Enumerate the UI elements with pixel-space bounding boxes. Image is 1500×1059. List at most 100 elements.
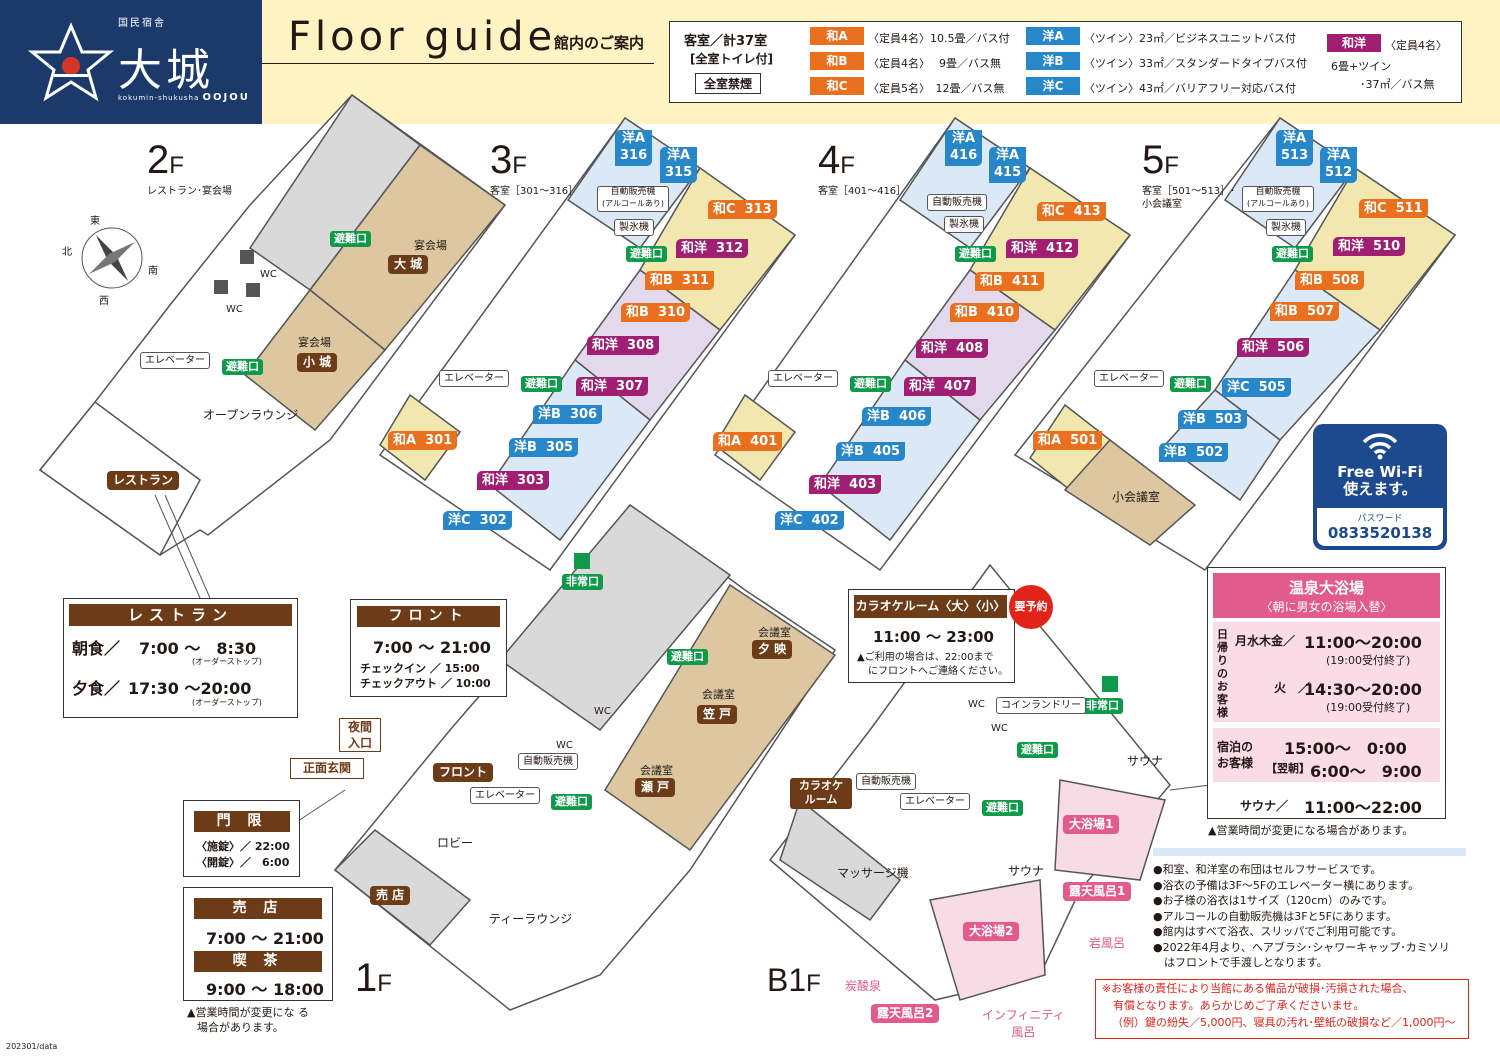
legend-tag-3: 洋A — [1026, 27, 1080, 45]
floor4-unit: F — [840, 152, 855, 179]
emergency-exit-icon — [1102, 676, 1118, 692]
legend-text-2: 〈定員5名〉 12畳／バス無 — [868, 82, 1005, 95]
onsen-stay-label-1: 宿泊の — [1217, 740, 1254, 754]
b1-infinity-1: インフィニティ — [982, 1008, 1065, 1022]
floor2-title: 2F — [147, 140, 184, 186]
onsen-day-label: 日帰りのお客様 — [1217, 628, 1228, 719]
wifi-pw-label: パスワード — [1357, 514, 1403, 524]
hotel-logo: 国民宿舎 大城 kokumin-shukusha OOJOU — [0, 0, 262, 124]
onsen-sauna-label: サウナ／ — [1240, 799, 1289, 813]
b1-karaoke-1: カラオケ — [799, 779, 843, 792]
floor5-num: 5 — [1142, 138, 1165, 182]
f1-shop: 売 店 — [370, 886, 411, 905]
f1-night-entrance: 夜間入口 — [339, 718, 381, 752]
f5-ice: 製氷機 — [1266, 219, 1306, 236]
footer-code: 202301/data — [6, 1042, 58, 1051]
f1-wc-2: WC — [556, 740, 573, 751]
f5-elevator: エレベーター — [1094, 370, 1164, 387]
room-411: 和B 411 — [975, 272, 1045, 291]
gate-box: 門 限 〈施錠〉／ 22:00 〈開錠〉／ 6:00 — [183, 800, 300, 877]
floor1-num: 1 — [355, 956, 378, 1000]
f1-meeting1-name: 夕 映 — [752, 640, 793, 659]
f5-vending-label: 自動販売機 — [1255, 187, 1301, 197]
front-checkout: チェックアウト ／ 10:00 — [360, 677, 491, 690]
onsen-day2-label: 火 ／ — [1274, 681, 1311, 695]
legend-text-5: 〈ツイン〉43㎡／バリアフリー対応バス付 — [1084, 82, 1296, 95]
notes-bar — [1153, 848, 1466, 856]
karaoke-note-1: ▲ご利用の場合は、22:00まで — [857, 652, 994, 663]
onsen-day-section — [1213, 622, 1440, 722]
wifi-icon — [1362, 433, 1398, 460]
b1-wc-2: WC — [991, 723, 1008, 734]
onsen-sub: 〈朝に男女の浴場入替〉 — [1260, 600, 1393, 614]
f1-emergency: 非常口 — [562, 574, 603, 590]
logo-name: 大城 — [118, 45, 214, 96]
dinner-note: (オーダーストップ) — [192, 698, 262, 707]
legend-text-0: 〈定員4名〉10.5畳／バス付 — [868, 32, 1010, 45]
floor2-unit: F — [169, 152, 184, 179]
gate-unlock: 〈開錠〉／ 6:00 — [196, 856, 290, 869]
breakfast-note: (オーダーストップ) — [192, 657, 262, 666]
room-legend: 客室／計37室 [全室トイレ付] 全室禁煙 和A〈定員4名〉10.5畳／バス付和… — [669, 21, 1462, 103]
floor5-sub2: 小会議室 — [1142, 199, 1182, 210]
dinner-time: 17:30 ～20:00 — [128, 679, 252, 698]
legend-text-1: 〈定員4名〉 9畳／バス無 — [868, 57, 1001, 70]
room-312: 和洋 312 — [676, 239, 749, 258]
breakfast-label: 朝食／ — [72, 639, 121, 658]
f1-night-1: 夜間 — [347, 720, 372, 734]
onsen-day2-note: (19:00受付終了) — [1326, 701, 1411, 714]
room-407: 和洋 407 — [904, 377, 977, 396]
room-401: 和A 401 — [713, 432, 783, 451]
room-410: 和B 410 — [950, 303, 1020, 322]
karaoke-box-title: カラオケルーム〈大〉〈小〉 — [854, 595, 1007, 618]
floor3-title: 3F — [490, 140, 527, 186]
room-510: 和洋 510 — [1333, 237, 1406, 256]
onsen-stay1: 15:00～ 0:00 — [1284, 739, 1407, 758]
f3-ice: 製氷機 — [614, 219, 654, 236]
wheelchair-icon — [246, 283, 260, 297]
room-506: 和洋 506 — [1237, 338, 1310, 357]
logo-pre: 国民宿舎 — [118, 18, 166, 29]
onsen-header: 温泉大浴場 〈朝に男女の浴場入替〉 — [1213, 573, 1440, 618]
room-405: 洋B 405 — [836, 442, 906, 461]
floor1-unit: F — [377, 970, 392, 997]
compass-icon — [81, 227, 143, 289]
b1-carbonated: 炭酸泉 — [845, 979, 882, 993]
f5-exit-1: 避難口 — [1272, 246, 1313, 262]
karaoke-reservation-badge: 要予約 — [1009, 585, 1053, 629]
b1-sauna-1: サウナ — [1127, 754, 1164, 768]
shop-box-title: 売 店 — [194, 898, 322, 919]
warning-line-3: （例）鍵の紛失／5,000円、寝具の汚れ･壁紙の破損など／1,000円～ — [1112, 1016, 1456, 1029]
f1-main-entrance: 正面玄関 — [290, 758, 364, 779]
room-408: 和洋 408 — [916, 339, 989, 358]
f1-exit-1: 避難口 — [667, 649, 708, 665]
onsen-stay-label-2: お客様 — [1217, 756, 1254, 770]
front-hours-box: フロント 7:00 ～ 21:00 チェックイン ／ 15:00 チェックアウト… — [350, 599, 507, 697]
b1-exit-1: 避難口 — [1017, 742, 1058, 758]
shop-cafe-box: 売 店 7:00 ～ 21:00 喫 茶 9:00 ～ 18:00 — [183, 887, 333, 1001]
breakfast-time: 7:00 ～ 8:30 — [139, 639, 257, 658]
cafe-time: 9:00 ～ 18:00 — [206, 980, 324, 999]
f1-vending: 自動販売機 — [518, 753, 578, 770]
floor5-title: 5F — [1142, 140, 1179, 186]
floorB1-unit: F — [806, 970, 821, 997]
shop-time: 7:00 ～ 21:00 — [206, 929, 324, 948]
legend-wayo-line2: 6畳+ツイン — [1331, 60, 1392, 73]
f3-elevator: エレベーター — [439, 370, 509, 387]
floor3-unit: F — [512, 152, 527, 179]
floor1-title: 1F — [355, 958, 392, 1004]
room-308: 和洋 308 — [587, 336, 660, 355]
f2-hall2-name: 小 城 — [297, 353, 338, 372]
room-301: 和A 301 — [388, 431, 458, 450]
b1-bath1: 大浴場1 — [1063, 815, 1120, 834]
f1-meeting1-label: 会議室 — [758, 626, 791, 639]
gate-lock: 〈施錠〉／ 22:00 — [196, 840, 290, 853]
b1-sauna-2: サウナ — [1008, 864, 1045, 878]
b1-vending: 自動販売機 — [856, 773, 916, 790]
b1-emergency: 非常口 — [1082, 698, 1123, 714]
f1-exit-2: 避難口 — [551, 794, 592, 810]
legend-rooms-toilet: [全室トイレ付] — [690, 52, 773, 66]
f1-tea-lounge: ティーラウンジ — [489, 912, 573, 926]
